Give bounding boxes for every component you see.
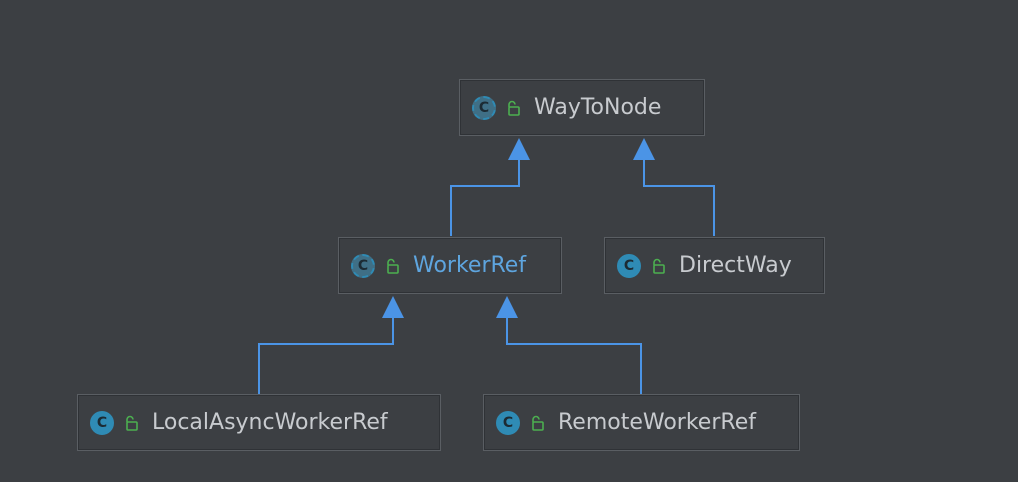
class-node-waytonode[interactable]: C WayToNode [459,79,705,136]
arrowhead-waytonode-right [633,138,655,160]
arrowhead-workerref-left [382,296,404,318]
class-c-icon: C [472,95,496,120]
class-name-label: WayToNode [534,95,662,120]
class-name-label: RemoteWorkerRef [558,410,756,435]
class-name-label: LocalAsyncWorkerRef [152,410,388,435]
class-node-workerref[interactable]: C WorkerRef [338,237,562,294]
edge-workerref-waytonode [450,160,520,236]
arrowhead-workerref-right [496,296,518,318]
class-node-remoteworkerref[interactable]: C RemoteWorkerRef [483,394,800,451]
unlocked-icon [126,415,138,431]
unlocked-icon [532,415,544,431]
class-name-label: WorkerRef [413,253,527,278]
unlocked-icon [508,100,520,116]
class-c-icon: C [90,410,114,435]
unlocked-icon [653,258,665,274]
class-c-icon: C [617,253,641,278]
edge-remote-workerref [506,318,642,394]
class-node-directway[interactable]: C DirectWay [604,237,825,294]
class-name-label: DirectWay [679,253,792,278]
unlocked-icon [387,258,399,274]
class-node-localasyncworkerref[interactable]: C LocalAsyncWorkerRef [77,394,441,451]
edge-directway-waytonode [643,160,715,236]
class-c-icon: C [496,410,520,435]
arrowhead-waytonode-left [508,138,530,160]
edge-localasync-workerref [258,318,394,394]
class-c-icon: C [351,253,375,278]
